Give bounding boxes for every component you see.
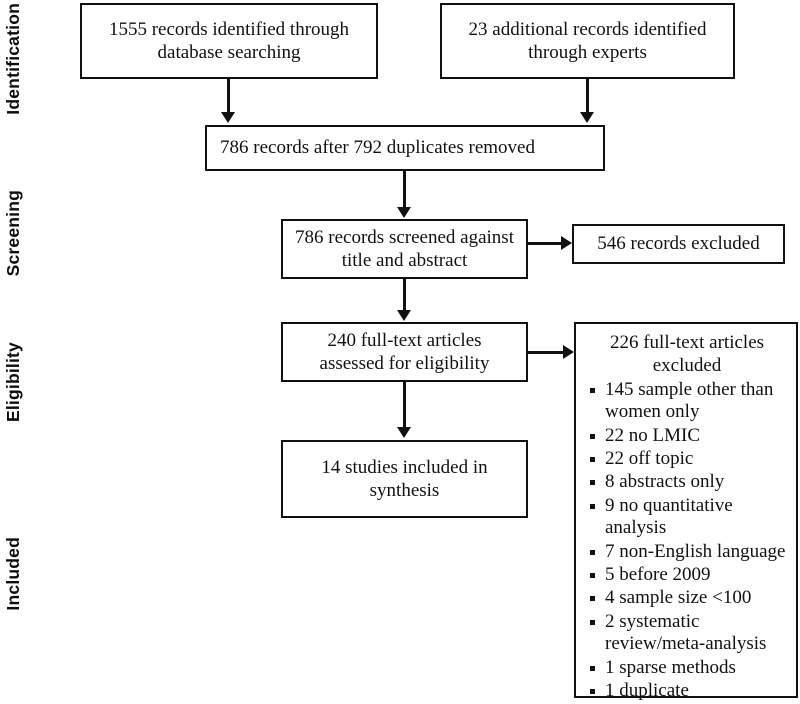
bullet-square-icon bbox=[590, 387, 595, 393]
box-records-screened-text: 786 records screened against title and a… bbox=[295, 226, 514, 271]
box-studies-included: 14 studies included in synthesis bbox=[281, 440, 528, 518]
connector-screened-to-fulltext bbox=[403, 279, 406, 311]
bullet-square-icon bbox=[590, 619, 595, 625]
arrowhead-database-to-duplicates bbox=[221, 112, 235, 123]
box-database-records-text: 1555 records identified through database… bbox=[108, 18, 350, 63]
exclusion-reason-text: 5 before 2009 bbox=[605, 563, 711, 585]
arrowhead-duplicates-to-screened bbox=[397, 207, 411, 218]
exclusion-reason-text: 7 non-English language bbox=[605, 540, 786, 562]
stage-label-included: Included bbox=[0, 528, 26, 620]
exclusion-reason-text: 22 off topic bbox=[605, 447, 694, 469]
connector-fulltext-to-excluded bbox=[528, 351, 568, 354]
arrowhead-expert-to-duplicates bbox=[580, 112, 594, 123]
bullet-square-icon bbox=[590, 549, 595, 555]
box-fulltext-excluded: 226 full-text articles excluded 145 samp… bbox=[574, 322, 798, 701]
box-records-screened: 786 records screened against title and a… bbox=[281, 219, 528, 279]
list-item: 22 off topic bbox=[586, 448, 788, 471]
list-item: 4 sample size <100 bbox=[586, 587, 788, 610]
stage-label-screening: Screening bbox=[0, 185, 26, 281]
list-item: 2 systematic review/meta-analysis bbox=[586, 611, 788, 657]
connector-expert-to-duplicates bbox=[586, 79, 589, 114]
list-item: 8 abstracts only bbox=[586, 471, 788, 494]
box-expert-records-text: 23 additional records identified through… bbox=[468, 18, 707, 63]
exclusion-reason-text: 9 no quantitative analysis bbox=[605, 494, 733, 539]
exclusion-reason-text: 8 abstracts only bbox=[605, 471, 725, 493]
list-item: 1 duplicate bbox=[586, 680, 788, 703]
arrowhead-screened-to-excluded bbox=[561, 236, 572, 250]
connector-fulltext-to-included bbox=[403, 382, 406, 428]
stage-label-eligibility: Eligibility bbox=[0, 330, 26, 434]
exclusion-reason-text: 4 sample size <100 bbox=[605, 587, 752, 609]
list-item: 9 no quantitative analysis bbox=[586, 495, 788, 541]
connector-duplicates-to-screened bbox=[403, 171, 406, 208]
stage-label-screening-text: Screening bbox=[2, 189, 23, 277]
list-item: 22 no LMIC bbox=[586, 425, 788, 448]
box-duplicates-removed-text: 786 records after 792 duplicates removed bbox=[220, 137, 535, 159]
stage-label-eligibility-text: Eligibility bbox=[2, 342, 23, 422]
connector-database-to-duplicates bbox=[227, 79, 230, 114]
box-studies-included-text: 14 studies included in synthesis bbox=[321, 456, 488, 501]
box-duplicates-removed: 786 records after 792 duplicates removed bbox=[205, 125, 605, 171]
box-fulltext-assessed-text: 240 full-text articles assessed for elig… bbox=[319, 329, 490, 374]
bullet-square-icon bbox=[590, 596, 595, 602]
stage-label-included-text: Included bbox=[2, 537, 23, 611]
exclusion-reason-text: 2 systematic review/meta-analysis bbox=[605, 610, 767, 655]
box-records-excluded: 546 records excluded bbox=[572, 224, 785, 264]
bullet-square-icon bbox=[590, 456, 595, 462]
bullet-square-icon bbox=[590, 572, 595, 578]
arrowhead-screened-to-fulltext bbox=[397, 310, 411, 321]
box-database-records: 1555 records identified through database… bbox=[80, 3, 378, 79]
bullet-square-icon bbox=[590, 665, 595, 671]
arrowhead-fulltext-to-excluded bbox=[563, 345, 574, 359]
list-item: 7 non-English language bbox=[586, 541, 788, 564]
box-fulltext-excluded-title: 226 full-text articles excluded bbox=[609, 332, 765, 376]
exclusion-reason-text: 1 duplicate bbox=[605, 679, 689, 701]
bullet-square-icon bbox=[590, 503, 595, 509]
exclusion-reason-text: 145 sample other than women only bbox=[605, 378, 774, 423]
arrowhead-fulltext-to-included bbox=[397, 427, 411, 438]
stage-label-identification-text: Identification bbox=[2, 3, 23, 115]
bullet-square-icon bbox=[590, 480, 595, 486]
exclusion-reason-text: 1 sparse methods bbox=[605, 656, 736, 678]
list-item: 1 sparse methods bbox=[586, 657, 788, 680]
connector-screened-to-excluded bbox=[528, 242, 566, 245]
bullet-square-icon bbox=[590, 433, 595, 439]
exclusion-reason-list: 145 sample other than women only 22 no L… bbox=[586, 379, 788, 704]
stage-label-identification: Identification bbox=[0, 0, 26, 118]
list-item: 5 before 2009 bbox=[586, 564, 788, 587]
exclusion-reason-text: 22 no LMIC bbox=[605, 424, 700, 446]
box-expert-records: 23 additional records identified through… bbox=[440, 3, 735, 79]
box-records-excluded-text: 546 records excluded bbox=[597, 233, 760, 255]
list-item: 145 sample other than women only bbox=[586, 379, 788, 425]
box-fulltext-assessed: 240 full-text articles assessed for elig… bbox=[281, 322, 528, 382]
bullet-square-icon bbox=[590, 688, 595, 694]
